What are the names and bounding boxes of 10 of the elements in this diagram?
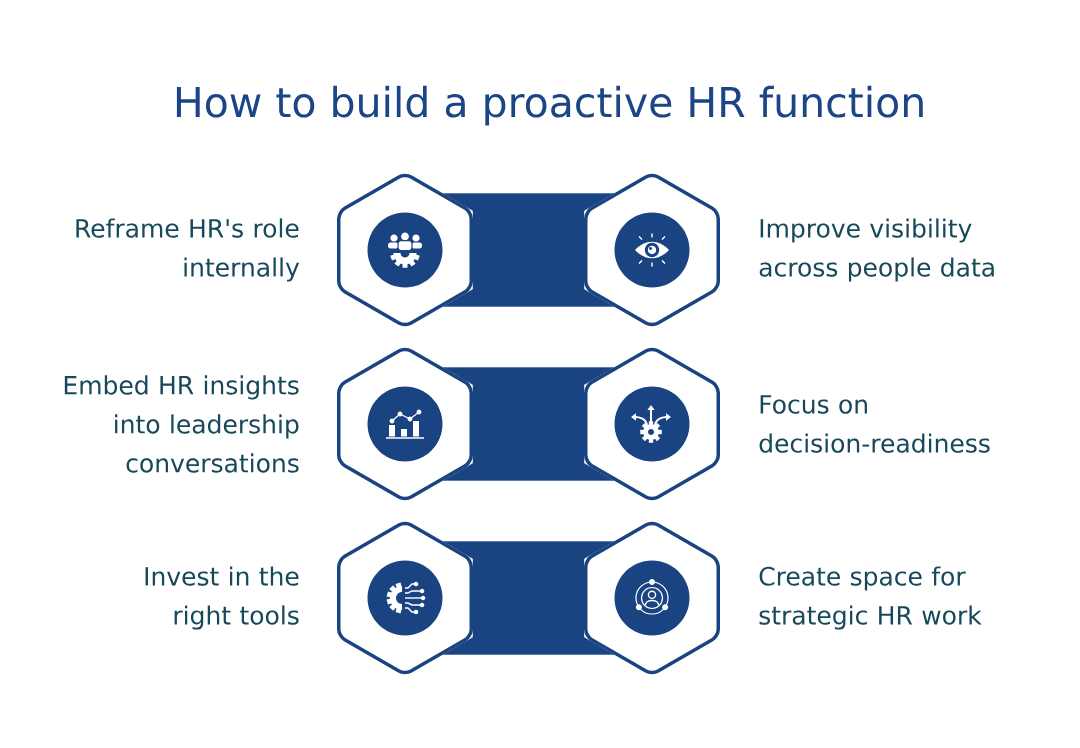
connector-band — [442, 541, 615, 655]
step-label: Invest in the right tools — [145, 566, 299, 630]
connector-band — [442, 367, 615, 481]
step-label: Create space for strategic HR work — [759, 566, 982, 630]
step-label: Focus on decision-readiness — [759, 395, 990, 453]
title: How to build a proactive HR function — [176, 85, 923, 126]
step-label: Improve visibility across people data — [759, 218, 994, 282]
step-label: Reframe HR's role internally — [76, 218, 300, 282]
connector-band — [442, 193, 615, 307]
step-label: Embed HR insights into leadership conversations — [64, 375, 299, 473]
